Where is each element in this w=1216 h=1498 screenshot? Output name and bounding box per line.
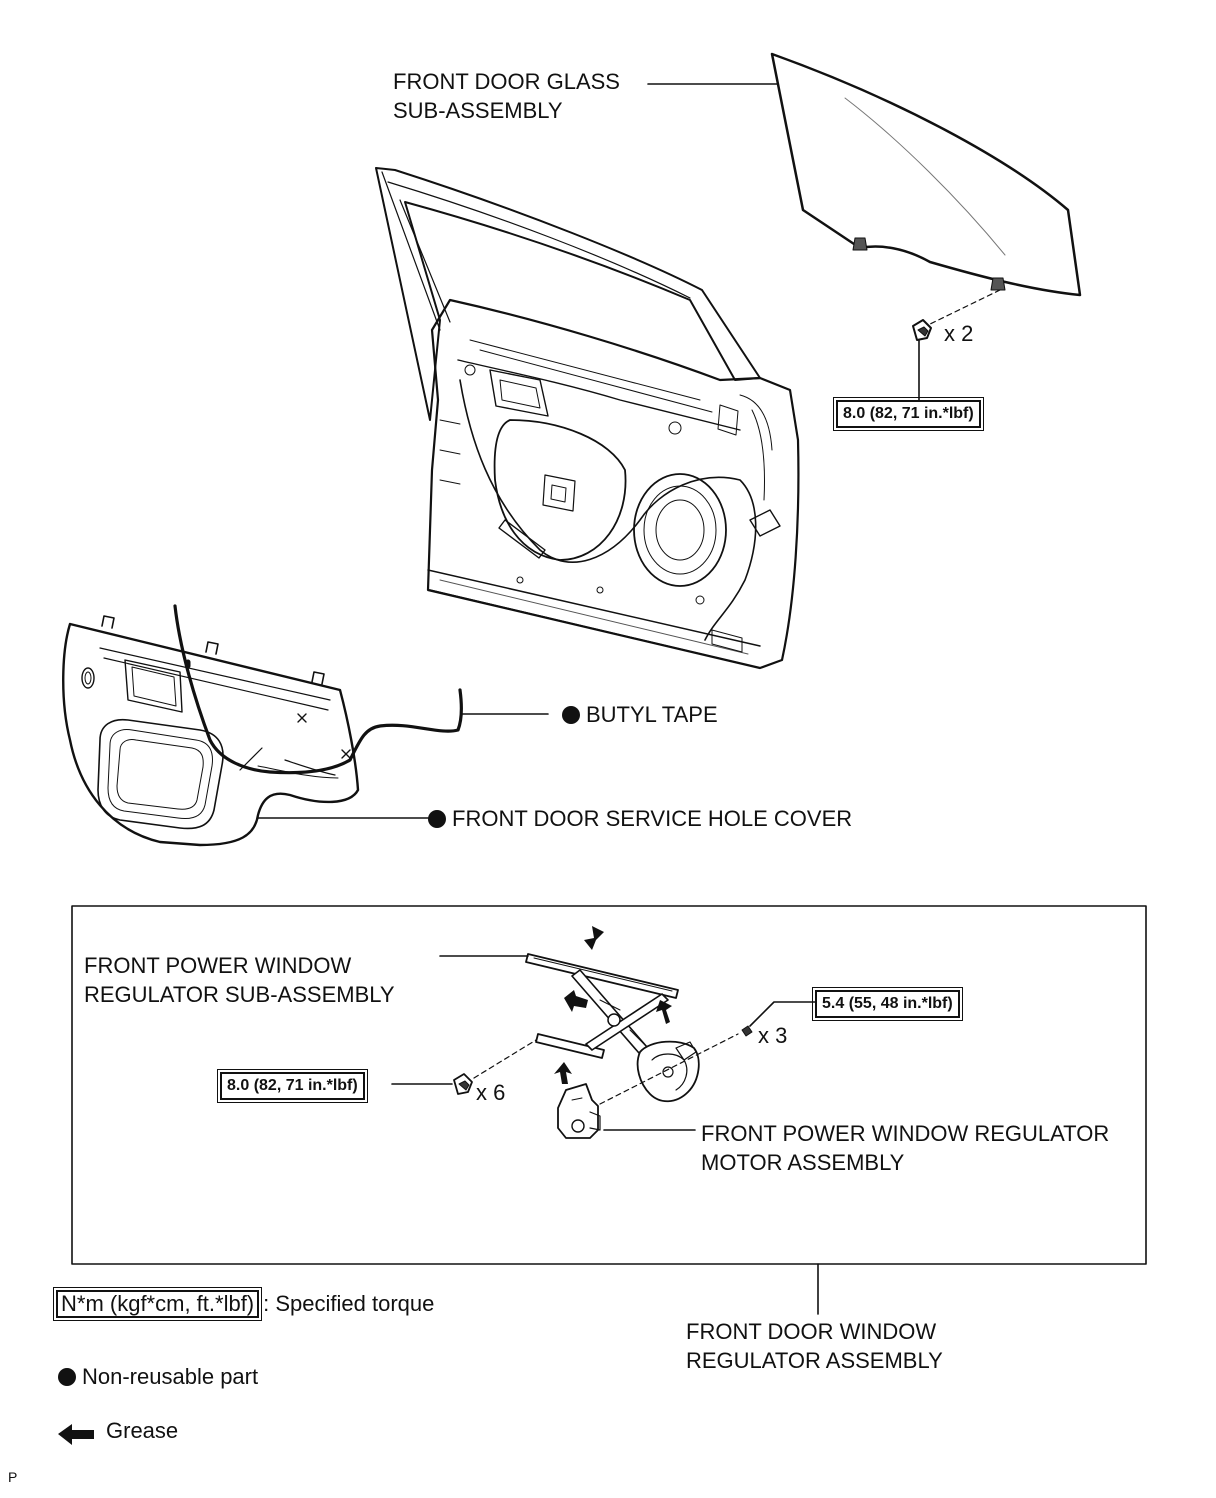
front-power-window-regulator-motor [557,1083,696,1139]
front-door-panel [375,167,800,670]
qty-regulator-bolts: x 6 [476,1080,506,1105]
non-reusable-icon [428,810,446,828]
label-service-hole-cover: FRONT DOOR SERVICE HOLE COVER [428,804,852,833]
legend-non-reusable: Non-reusable part [58,1362,258,1391]
torque-glass-bolts: 8.0 (82, 71 in.*lbf) [833,397,984,431]
label-regulator-sub-assembly: FRONT POWER WINDOW REGULATOR SUB-ASSEMBL… [84,953,395,1007]
butyl-tape [173,604,549,775]
corner-mark: P [8,1469,18,1485]
legend-specified-torque: N*m (kgf*cm, ft.*lbf): Specified torque [52,1287,434,1321]
torque-regulator-bolts: 8.0 (82, 71 in.*lbf) [217,1069,368,1103]
legend-grease: Grease [106,1418,179,1443]
grease-arrow-icon [58,1424,94,1445]
grease-arrow-icon [554,926,672,1084]
motor-screw-icon [741,1025,753,1037]
filled-circle-icon [58,1368,76,1386]
label-window-regulator-assembly: FRONT DOOR WINDOW REGULATOR ASSEMBLY [686,1319,943,1373]
torque-motor-screws: 5.4 (55, 48 in.*lbf) [812,987,963,1021]
qty-glass-bolts: x 2 [944,321,974,346]
regulator-assembly-frame [71,905,1147,1265]
label-front-door-glass: FRONT DOOR GLASS SUB-ASSEMBLY [393,69,620,123]
legend-torque-box: N*m (kgf*cm, ft.*lbf) [52,1287,263,1321]
regulator-bolt-icon [453,1073,473,1095]
front-door-glass [647,52,1082,401]
non-reusable-icon [562,706,580,724]
label-butyl-tape: BUTYL TAPE [562,700,718,729]
label-motor-assembly: FRONT POWER WINDOW REGULATOR MOTOR ASSEM… [701,1121,1110,1175]
glass-bolt-icon [912,319,932,341]
qty-motor-screws: x 3 [758,1023,788,1048]
front-power-window-regulator [439,926,700,1103]
front-door-service-hole-cover [62,615,429,847]
